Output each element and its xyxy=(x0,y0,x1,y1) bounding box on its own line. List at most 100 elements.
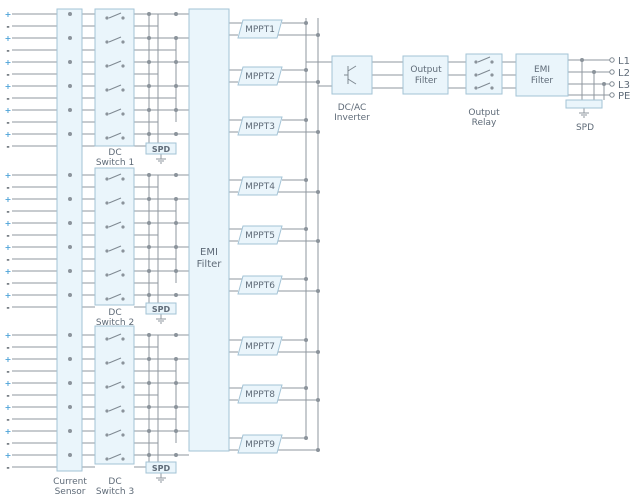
input-polarity-plus: + xyxy=(5,379,12,388)
input-polarity-minus: - xyxy=(6,439,9,448)
bus-junction-dot xyxy=(174,132,178,136)
bus-junction-dot xyxy=(174,12,178,16)
input-polarity-plus: + xyxy=(5,243,12,252)
mppt-5-shape xyxy=(237,225,283,245)
input-polarity-plus: + xyxy=(5,82,12,91)
mppt-bus-dot xyxy=(304,277,308,281)
spd-tap-dot xyxy=(592,70,596,74)
output-relay-pole-1-contact-left xyxy=(474,60,478,64)
dc-emi-filter-label-line2: Filter xyxy=(197,259,223,270)
mppt-bus-dot xyxy=(316,289,320,293)
dc-switch-3-pole-1-blade xyxy=(108,333,122,340)
dc-switch-1-pole-1-blade xyxy=(108,12,122,19)
dc-switch-2-pole-4-blade xyxy=(108,245,122,252)
mppt-2-shape xyxy=(237,66,283,86)
input-polarity-minus: - xyxy=(6,46,9,55)
input-polarity-minus: - xyxy=(6,343,9,352)
dc-switch-2-pole-5-contact-right xyxy=(121,273,125,277)
input-polarity-minus: - xyxy=(6,207,9,216)
dc-switch-3-pole-1-contact-right xyxy=(121,337,125,341)
dc-switch-1-pole-6-blade xyxy=(108,132,122,139)
mppt-8-label: MPPT8 xyxy=(245,390,275,400)
dc-switch-2-pole-6-contact-right xyxy=(121,297,125,301)
input-polarity-plus: + xyxy=(5,195,12,204)
dc-switch-1-label-line1: DC xyxy=(108,148,121,158)
bus-junction-dot xyxy=(147,269,151,273)
dc-switch-3-pole-3-contact-right xyxy=(121,385,125,389)
mppt-9 xyxy=(237,434,283,454)
dc-switch-1-pole-4-contact-left xyxy=(105,88,109,92)
dc-spd-3-label: SPD xyxy=(152,464,171,473)
input-polarity-plus: + xyxy=(5,267,12,276)
dc-switch-2-pole-3-contact-left xyxy=(105,225,109,229)
bus-junction-dot xyxy=(174,333,178,337)
output-filter-box xyxy=(402,55,449,95)
spd-tap-dot xyxy=(580,58,584,62)
dc-switch-1-pole-2-contact-right xyxy=(121,40,125,44)
input-polarity-plus: + xyxy=(5,130,12,139)
sensor-junction-dot xyxy=(68,357,72,361)
dc-switch-2-pole-2-contact-right xyxy=(121,201,125,205)
bus-junction-dot xyxy=(147,357,151,361)
dc-ac-inverter-label-line1: DC/AC xyxy=(338,103,367,113)
dc-switch-2-label-line1: DC xyxy=(108,308,121,318)
bus-junction-dot xyxy=(147,173,151,177)
mppt-4-label: MPPT4 xyxy=(245,182,275,192)
mppt-5 xyxy=(237,225,283,245)
current-sensor-label-line2: Sensor xyxy=(55,487,86,497)
mppt-6-label: MPPT6 xyxy=(245,281,275,291)
bus-junction-dot xyxy=(174,405,178,409)
mppt-8-shape xyxy=(237,384,283,404)
dc-spd-1-box xyxy=(145,142,177,155)
dc-switch-3-pole-2-contact-left xyxy=(105,361,109,365)
mppt-1-shape xyxy=(237,19,283,39)
dc-spd-1-label: SPD xyxy=(152,145,171,154)
mppt-4 xyxy=(237,176,283,196)
mppt-bus-dot xyxy=(304,338,308,342)
mppt-4-shape xyxy=(237,176,283,196)
dc-ac-inverter-label-line2: Inverter xyxy=(334,113,370,123)
bus-junction-dot xyxy=(174,108,178,112)
sensor-junction-dot xyxy=(68,197,72,201)
dc-switch-3-pole-1-contact-left xyxy=(105,337,109,341)
dc-switch-3-pole-2-contact-right xyxy=(121,361,125,365)
output-filter-label-line1: Output xyxy=(410,65,442,75)
dc-switch-3-pole-4-contact-left xyxy=(105,409,109,413)
sensor-junction-dot xyxy=(68,221,72,225)
input-polarity-plus: + xyxy=(5,34,12,43)
spd-tap-dot xyxy=(602,82,606,86)
input-polarity-plus: + xyxy=(5,403,12,412)
sensor-junction-dot xyxy=(68,429,72,433)
input-polarity-minus: - xyxy=(6,183,9,192)
dc-switch-2-pole-1-contact-right xyxy=(121,177,125,181)
output-relay-pole-1-blade xyxy=(477,56,491,63)
dc-spd-2-label: SPD xyxy=(152,305,171,314)
dc-switch-1-pole-5-contact-left xyxy=(105,112,109,116)
bus-junction-dot xyxy=(147,333,151,337)
dc-switch-1-pole-6-contact-right xyxy=(121,136,125,140)
bus-junction-dot xyxy=(174,84,178,88)
dc-switch-3-pole-3-blade xyxy=(108,381,122,388)
dc-switch-2-box xyxy=(94,167,135,306)
mppt-bus-dot xyxy=(316,33,320,37)
dc-switch-3-pole-3-contact-left xyxy=(105,385,109,389)
output-label-L1: L1 xyxy=(618,56,630,67)
dc-switch-2-label-line2: Switch 2 xyxy=(96,318,134,328)
bus-junction-dot xyxy=(147,36,151,40)
sensor-junction-dot xyxy=(68,245,72,249)
mppt-bus-dot xyxy=(304,227,308,231)
output-filter-label-line2: Filter xyxy=(415,76,438,86)
mppt-bus-dot xyxy=(316,190,320,194)
mppt-bus-dot xyxy=(316,350,320,354)
dc-switch-3-label-line2: Switch 3 xyxy=(96,487,134,497)
bus-junction-dot xyxy=(147,405,151,409)
output-relay-pole-3-contact-left xyxy=(474,86,478,90)
mppt-bus-dot xyxy=(304,436,308,440)
input-polarity-minus: - xyxy=(6,255,9,264)
mppt-bus-dot xyxy=(304,386,308,390)
dc-switch-2-pole-1-contact-left xyxy=(105,177,109,181)
bus-junction-dot xyxy=(147,197,151,201)
bus-junction-dot xyxy=(174,173,178,177)
dc-switch-2-pole-1-blade xyxy=(108,173,122,180)
bus-junction-dot xyxy=(174,269,178,273)
